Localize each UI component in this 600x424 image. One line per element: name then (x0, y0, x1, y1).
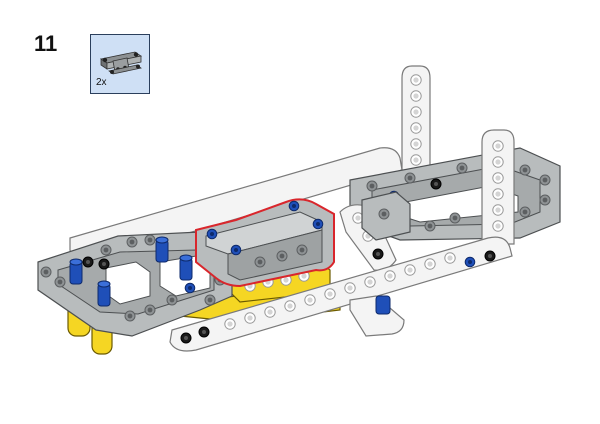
parts-callout: 2x (90, 34, 150, 94)
white-under-bracket (349, 295, 405, 337)
blue-pins-left (69, 236, 193, 307)
callout-quantity: 2x (96, 77, 107, 88)
white-vertical-beam-front (481, 129, 515, 245)
liftarm-h-frame-icon (99, 51, 143, 75)
white-vertical-beam-back (401, 65, 431, 181)
new-part-highlight (195, 198, 335, 288)
step-number: 11 (34, 31, 58, 56)
gray-cross-beam (361, 191, 411, 241)
white-long-beam-front (169, 236, 513, 352)
